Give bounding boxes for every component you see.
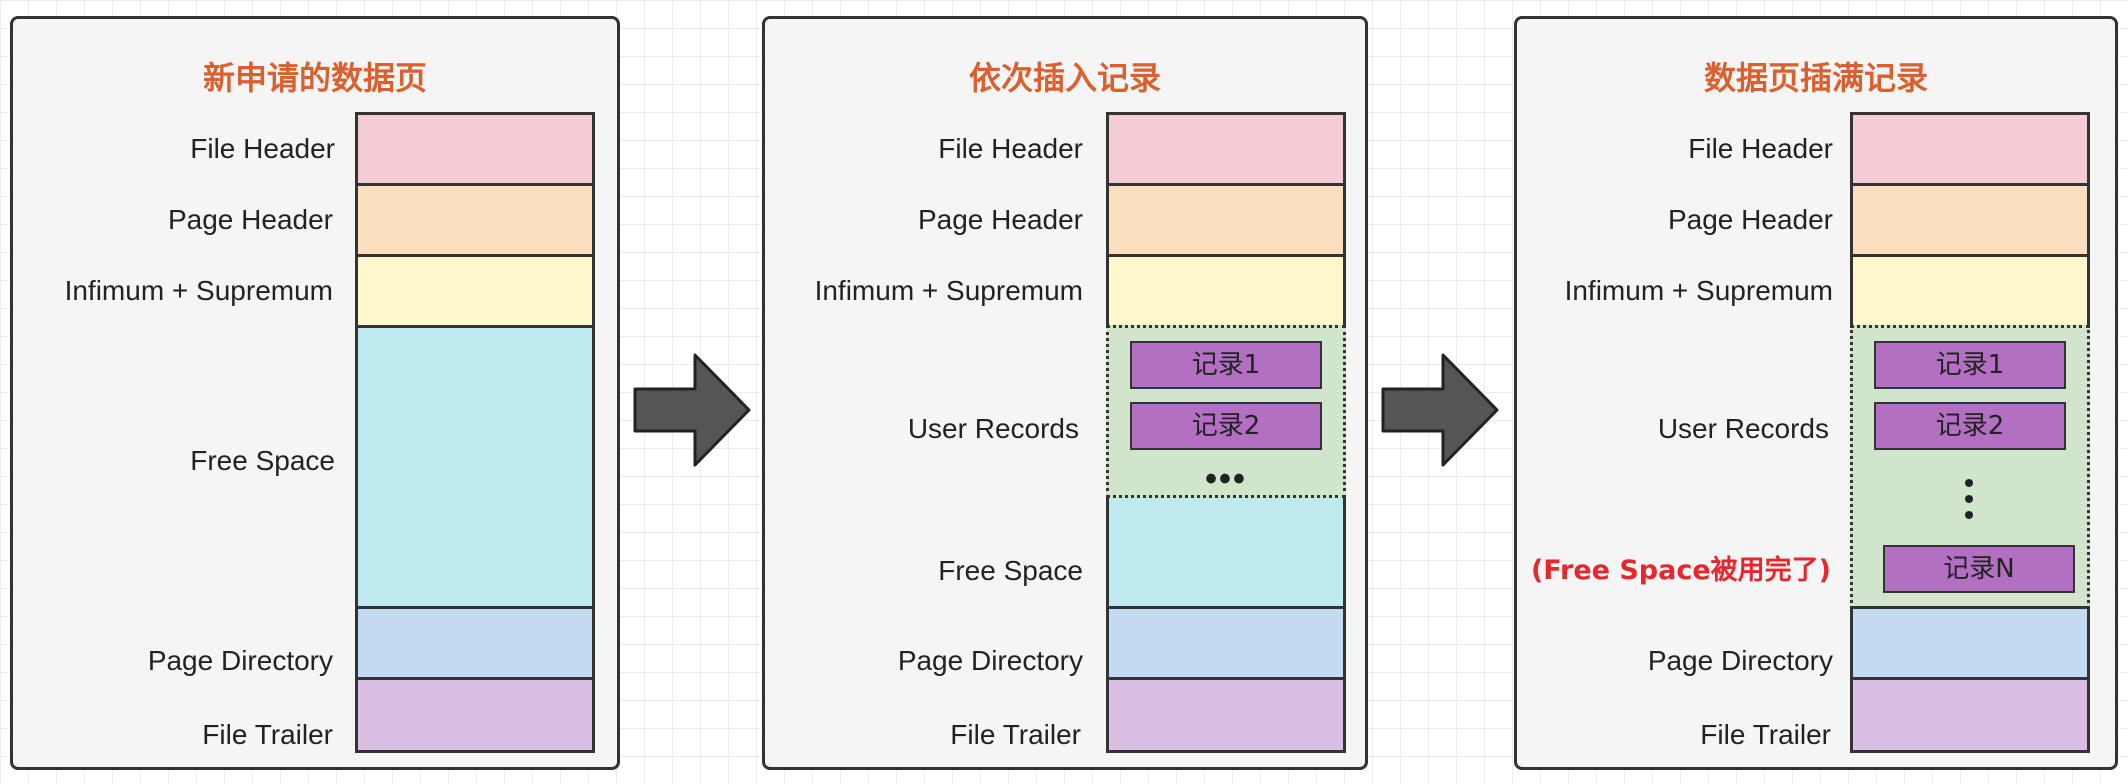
- segment-page-header: [1850, 183, 2090, 257]
- label-page-directory: Page Directory: [1647, 645, 1833, 676]
- panel-insert-records: 依次插入记录 File Header Page Header Infimum +…: [762, 16, 1368, 770]
- record-item: 记录2: [1874, 402, 2066, 450]
- panel-title: 数据页插满记录: [1703, 59, 1928, 97]
- segment-file-header: [1850, 112, 2090, 186]
- right-arrow-icon: [633, 353, 751, 467]
- label-page-directory: Page Directory: [147, 645, 333, 676]
- label-file-header: File Header: [938, 133, 1083, 164]
- segment-file-header: [355, 112, 595, 186]
- segment-file-trailer: [355, 677, 595, 753]
- label-free-space: Free Space: [938, 555, 1083, 586]
- segment-page-directory: [355, 606, 595, 680]
- right-arrow-icon: [1381, 353, 1499, 467]
- segment-page-header: [355, 183, 595, 257]
- segment-page-header: [1106, 183, 1346, 257]
- panel-page-full: 数据页插满记录 File Header Page Header Infimum …: [1514, 16, 2118, 770]
- label-user-records: User Records: [1657, 413, 1829, 444]
- segment-page-directory: [1850, 606, 2090, 680]
- segment-file-trailer: [1850, 677, 2090, 753]
- label-free-space-used-up: (Free Space被用完了): [1530, 555, 1831, 586]
- record-item: 记录2: [1130, 402, 1322, 450]
- vertical-ellipsis-icon: [1965, 479, 1973, 527]
- label-file-trailer: File Trailer: [202, 719, 333, 750]
- segment-page-directory: [1106, 606, 1346, 680]
- label-page-directory: Page Directory: [897, 645, 1083, 676]
- label-infimum-supremum: Infimum + Supremum: [1564, 275, 1833, 306]
- label-infimum-supremum: Infimum + Supremum: [814, 275, 1083, 306]
- label-file-trailer: File Trailer: [1700, 719, 1831, 750]
- label-free-space: Free Space: [190, 445, 335, 476]
- segment-infimum-supremum: [1850, 254, 2090, 328]
- ellipsis-icon: •••: [1205, 460, 1247, 498]
- segment-free-space: [355, 325, 595, 609]
- panel-new-page: 新申请的数据页 File Header Page Header Infimum …: [10, 16, 620, 770]
- label-file-header: File Header: [190, 133, 335, 164]
- label-page-header: Page Header: [167, 204, 333, 235]
- segment-infimum-supremum: [355, 254, 595, 328]
- segment-file-trailer: [1106, 677, 1346, 753]
- label-user-records: User Records: [907, 413, 1079, 444]
- label-file-trailer: File Trailer: [950, 719, 1081, 750]
- label-file-header: File Header: [1688, 133, 1833, 164]
- segment-file-header: [1106, 112, 1346, 186]
- panel-title: 依次插入记录: [968, 59, 1161, 97]
- segment-infimum-supremum: [1106, 254, 1346, 328]
- segment-free-space: [1106, 495, 1346, 609]
- label-infimum-supremum: Infimum + Supremum: [64, 275, 333, 306]
- label-page-header: Page Header: [1667, 204, 1833, 235]
- record-item: 记录N: [1883, 545, 2075, 593]
- record-item: 记录1: [1874, 341, 2066, 389]
- panel-title: 新申请的数据页: [202, 59, 427, 97]
- label-page-header: Page Header: [917, 204, 1083, 235]
- record-item: 记录1: [1130, 341, 1322, 389]
